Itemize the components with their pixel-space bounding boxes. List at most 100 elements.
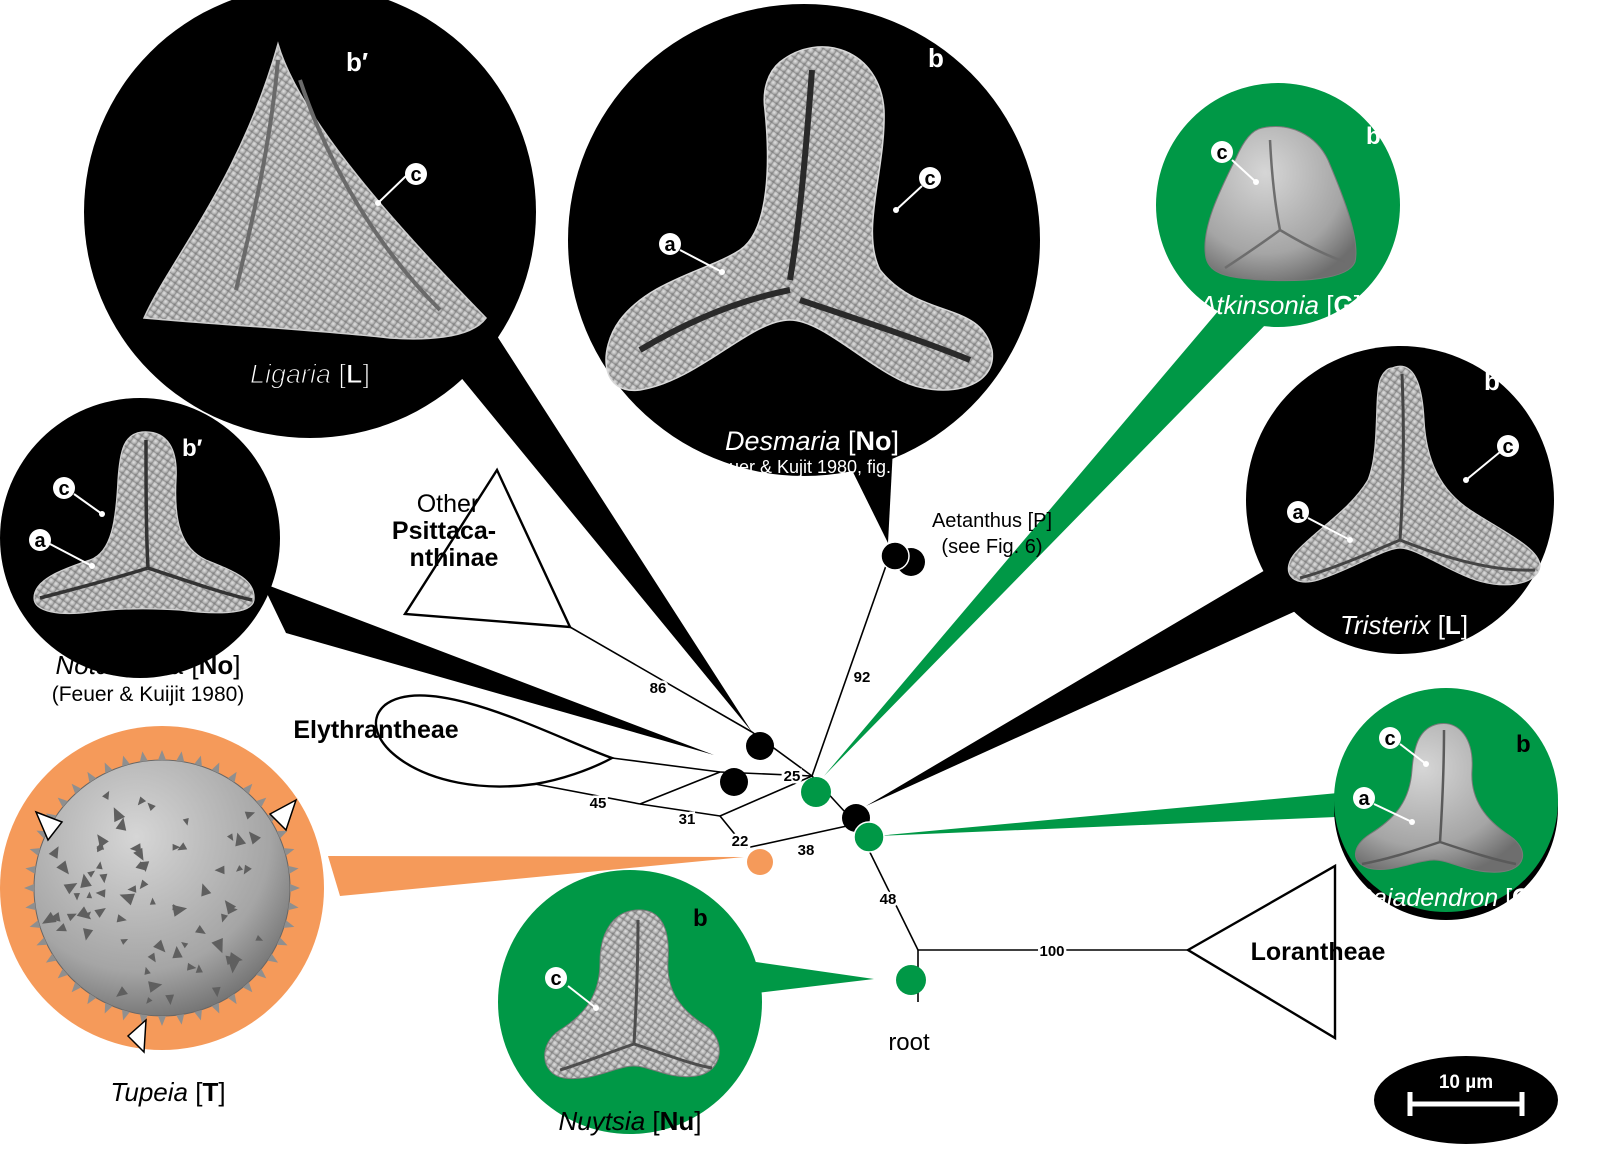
- node-psittacanthinae: [746, 732, 774, 760]
- wedge-nuytsia: [742, 960, 874, 994]
- label-aetanthus: Aetanthus [P]: [932, 510, 1052, 532]
- marker-desmaria-a: a: [664, 234, 676, 256]
- code-bracket-close-tristerix: ]: [1461, 610, 1468, 640]
- pollen-spine: [172, 843, 181, 851]
- label-psittaca: Psittaca-: [392, 517, 496, 545]
- aperture-arrow-tupeia-3: [126, 1018, 147, 1054]
- label-nthinae: nthinae: [410, 544, 499, 572]
- pollen-spine: [227, 905, 238, 915]
- marker-circle-desmaria-a: [659, 233, 681, 255]
- support-86: 86: [650, 680, 667, 697]
- pollen-spine: [248, 831, 261, 845]
- pollen-spine-edge: [194, 755, 202, 767]
- pollen-spine-edge: [87, 993, 97, 1005]
- pollen-spine: [115, 817, 127, 831]
- marker-ligaria-c: c: [410, 164, 421, 186]
- code-desmaria: No: [856, 426, 892, 456]
- pollen-spine: [83, 928, 94, 941]
- label-lorantheae: Lorantheae: [1251, 938, 1386, 966]
- pollen-spine: [120, 938, 129, 945]
- genus-nuytsia: Nuytsia: [558, 1106, 645, 1136]
- caption-atkinsonia: Atkinsonia [G]: [1197, 290, 1361, 320]
- pollen-spine: [80, 873, 92, 888]
- code-bracket-close-ligaria: ]: [363, 359, 371, 389]
- citation-desmaria: (Feuer & Kujit 1980, fig. 29): [702, 457, 922, 477]
- genus-atkinsonia: Atkinsonia: [1197, 290, 1319, 320]
- pollen-spine: [244, 811, 256, 820]
- caption-tupeia: Tupeia [T]: [110, 1077, 225, 1107]
- scale-bar: 10 µm: [1374, 1056, 1558, 1144]
- pollen-spine-edge: [36, 937, 48, 946]
- code-bracket-open-notanthera: [: [184, 650, 199, 680]
- pollen-grain-nuytsia: [544, 909, 720, 1080]
- pollen-spine: [97, 834, 109, 848]
- panel-desmaria: b a c Desmaria [No] (Feuer & Kujit 1980,…: [568, 4, 1040, 477]
- panel-ligaria: b′ c Ligaria [L]: [84, 0, 536, 438]
- pointer-dot-notanthera-c: [99, 511, 105, 517]
- tree-nodes: [720, 541, 926, 995]
- pollen-spine: [56, 860, 69, 875]
- clade-lorantheae: [1185, 863, 1337, 1041]
- pointer-dot-desmaria-a: [719, 269, 725, 275]
- pollen-spine-edge: [242, 783, 253, 794]
- pollen-spine-edge: [283, 848, 295, 856]
- wedge-tristerix: [866, 566, 1298, 806]
- pollen-spine: [182, 818, 189, 826]
- marker-circle-tristerix-a: [1287, 501, 1309, 523]
- pollen-spine-edge: [276, 937, 288, 946]
- type-label-ligaria: b′: [346, 47, 368, 77]
- pollen-spine: [226, 833, 234, 842]
- type-label-notanthera: b′: [182, 435, 203, 462]
- pollen-spine-edge: [87, 771, 97, 783]
- code-bracket-close-notanthera: ]: [233, 650, 240, 680]
- pointer-tristerix-c: [1465, 451, 1501, 481]
- genus-tristerix: Tristerix: [1340, 610, 1432, 640]
- grain-colpus-notanthera: [39, 439, 253, 602]
- marker-notanthera-c: c: [58, 478, 69, 500]
- pollen-spine: [127, 885, 137, 893]
- aperture-arrow-tupeia-1: [34, 810, 64, 842]
- grain-colpus-nuytsia: [559, 919, 713, 1072]
- pollen-spine: [96, 861, 103, 870]
- pollen-spine-edge: [194, 1009, 202, 1021]
- pollen-spine: [147, 952, 156, 963]
- code-bracket-open-desmaria: [: [841, 426, 857, 456]
- clade-triangle-lorantheae: [1185, 863, 1337, 1041]
- genus-gaiadendron: Gaiadendron: [1354, 884, 1499, 912]
- type-label-desmaria: b: [928, 43, 944, 73]
- pointer-atkinsonia-c: [1231, 159, 1257, 183]
- label-elytrantheae: Elythrantheae: [293, 716, 458, 744]
- pollen-spine-edge: [288, 902, 299, 911]
- citation-notanthera: (Feuer & Kuijit 1980): [52, 683, 245, 706]
- grain-colpus-atkinsonia: [1224, 139, 1346, 270]
- pollen-spine: [235, 832, 247, 847]
- code-tupeia: T: [202, 1077, 218, 1107]
- marker-circle-gaiadendron-c: [1379, 727, 1401, 749]
- pollen-spine: [146, 997, 153, 1004]
- clade-elytrantheae: [374, 694, 615, 788]
- pollen-grain-notanthera: [33, 431, 255, 615]
- pollen-spine-edge: [267, 953, 279, 963]
- pollen-spine-edge: [29, 848, 41, 856]
- code-tristerix: L: [1445, 610, 1461, 640]
- pointer-dot-tristerix-c: [1463, 477, 1469, 483]
- code-bracket-close-desmaria: ]: [892, 426, 900, 456]
- panel-nuytsia: b c Nuytsia [Nu]: [498, 870, 762, 1136]
- panel-gaiadendron: b c a Gaiadendron [G]: [1334, 688, 1558, 920]
- code-bracket-open-tristerix: [: [1430, 610, 1445, 640]
- pollen-spine: [96, 846, 105, 853]
- pollen-spine-edge: [139, 1014, 148, 1025]
- pollen-spine-edge: [139, 751, 148, 762]
- caption-tristerix: Tristerix [L]: [1340, 610, 1468, 640]
- wedge-tupeia: [328, 856, 744, 896]
- clade-loop-elytrantheae: [374, 694, 615, 788]
- marker-circle-notanthera-a: [29, 529, 51, 551]
- pollen-spine-edge: [227, 771, 237, 783]
- pollen-spine: [87, 870, 96, 878]
- node-aetanthus-b: [880, 541, 910, 571]
- label-see-fig: (see Fig. 6): [941, 536, 1042, 558]
- pointer-dot-atkinsonia-c: [1253, 179, 1259, 185]
- pollen-spine-edge: [71, 982, 82, 993]
- panel-tristerix: b c a Tristerix [L]: [1246, 346, 1554, 654]
